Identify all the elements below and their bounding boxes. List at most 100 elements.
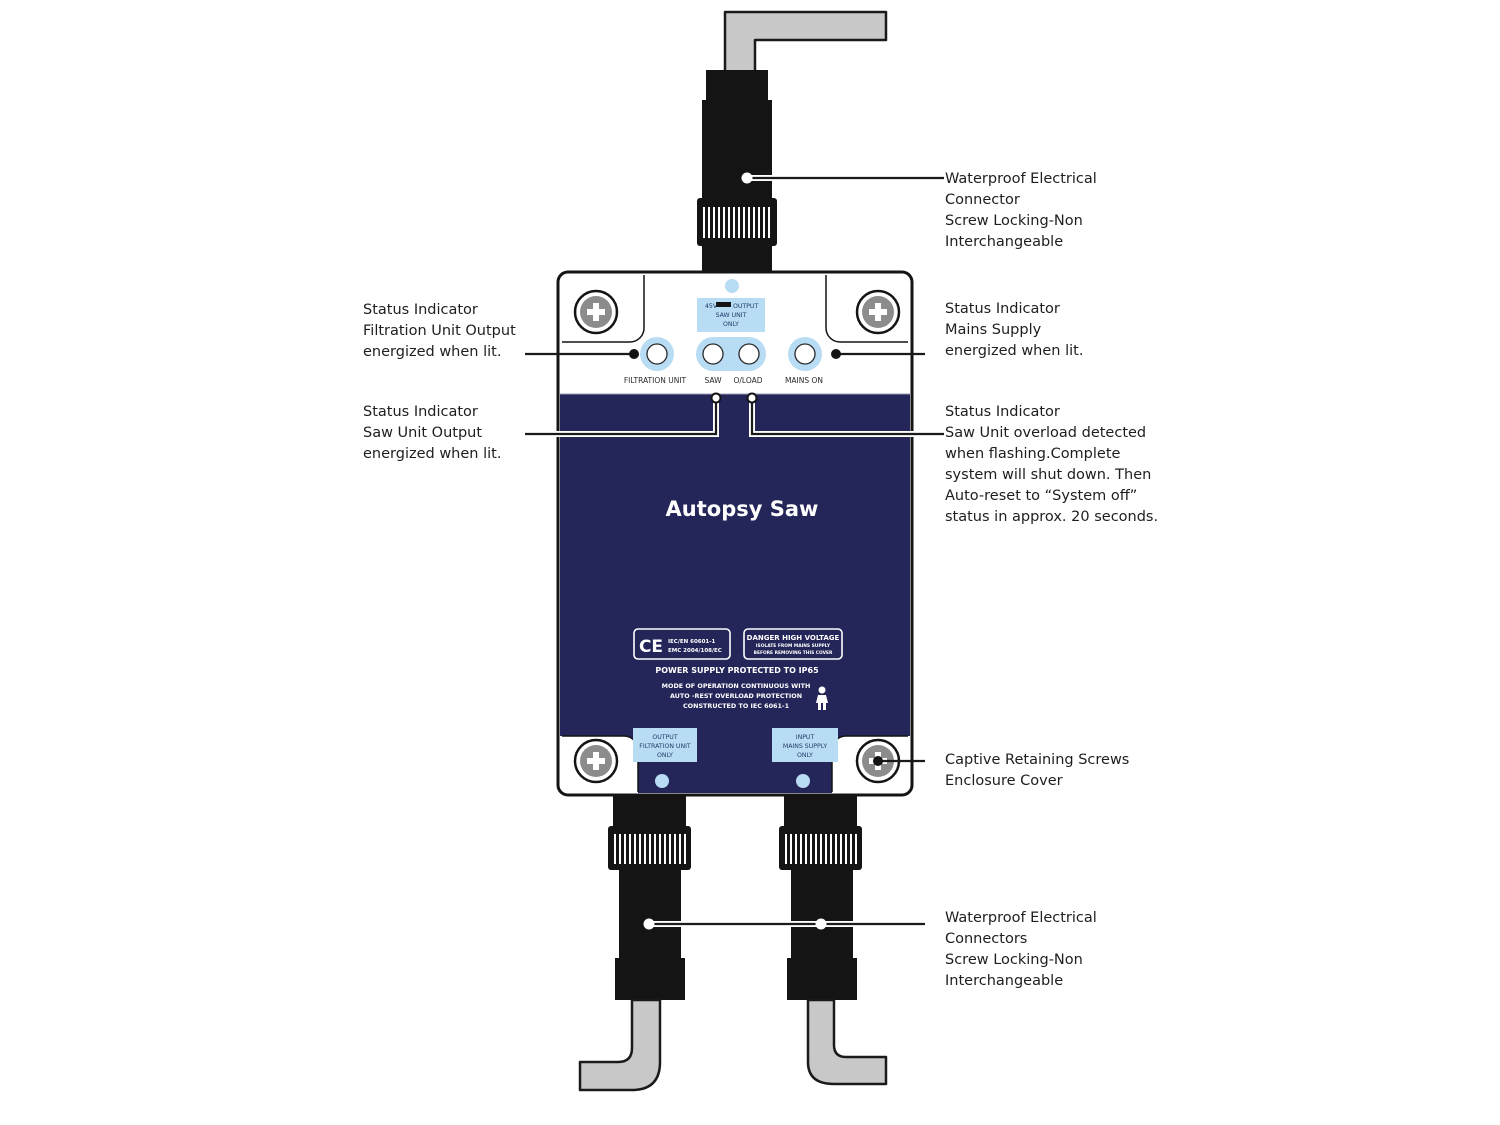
callout-line: Saw Unit Output xyxy=(363,425,483,441)
knurl-stripe xyxy=(659,834,661,864)
callout-line: Interchangeable xyxy=(945,234,1064,250)
knurl-stripe xyxy=(753,207,755,238)
screw-top-right-icon xyxy=(855,289,901,335)
knurl-stripe xyxy=(669,834,671,864)
knurl-stripe xyxy=(810,834,812,864)
input-label-line-1: INPUT xyxy=(796,734,815,741)
ce-mark: CE xyxy=(639,637,663,657)
device-title: Autopsy Saw xyxy=(666,497,819,521)
mains-indicator-label: MAINS ON xyxy=(785,376,823,385)
callout-line: Auto-reset to “System off” xyxy=(945,488,1138,504)
callout-filtration-indicator: Status Indicator Filtration Unit Output … xyxy=(363,300,516,363)
screw-top-left-icon xyxy=(573,289,619,335)
bottom-left-cable xyxy=(578,998,662,1092)
knurl-stripe xyxy=(795,834,797,864)
person-warning-icon xyxy=(816,686,828,710)
knurl-stripe xyxy=(830,834,832,864)
mains-indicator-led-icon xyxy=(788,337,822,371)
top-label-line-2: SAW UNIT xyxy=(716,312,747,319)
ce-standard-1: IEC/EN 60601-1 xyxy=(668,639,716,645)
protection-rating: POWER SUPPLY PROTECTED TO IP65 xyxy=(655,666,819,675)
callout-line: Waterproof Electrical xyxy=(945,910,1097,926)
danger-line-3: BEFORE REMOVING THIS COVER xyxy=(754,650,833,656)
knurl-stripe xyxy=(825,834,827,864)
input-mains-port-label: INPUT MAINS SUPPLY ONLY xyxy=(772,728,838,788)
callout-line: Status Indicator xyxy=(945,404,1060,420)
callout-line: Screw Locking-Non xyxy=(945,952,1083,968)
top-label-line-1: OUTPUT xyxy=(733,303,758,310)
callout-line: Waterproof Electrical xyxy=(945,171,1097,187)
knurl-stripe xyxy=(723,207,725,238)
knurl-stripe xyxy=(758,207,760,238)
mode-line-3: CONSTRUCTED TO IEC 6061-1 xyxy=(683,702,789,710)
knurl-stripe xyxy=(815,834,817,864)
knurl-stripe xyxy=(850,834,852,864)
knurl-stripe xyxy=(649,834,651,864)
output-label-line-3: ONLY xyxy=(657,752,673,759)
bottom-left-connector xyxy=(608,796,691,1000)
knurl-stripe xyxy=(619,834,621,864)
callout-line: energized when lit. xyxy=(363,344,502,360)
danger-line-1: DANGER HIGH VOLTAGE xyxy=(747,634,840,642)
callout-overload-indicator: Status Indicator Saw Unit overload detec… xyxy=(945,402,1158,528)
callout-line: Mains Supply xyxy=(945,322,1042,338)
callout-line: Saw Unit overload detected xyxy=(945,425,1147,441)
mode-line-1: MODE OF OPERATION CONTINUOUS WITH xyxy=(662,682,811,690)
knurl-stripe xyxy=(738,207,740,238)
saw-indicator-label: SAW xyxy=(704,376,722,385)
callout-top-connector: Waterproof Electrical Connector Screw Lo… xyxy=(945,169,1097,253)
top-connector-knurl xyxy=(703,207,770,238)
bottom-right-connector-knurl xyxy=(785,834,857,864)
callout-line: Screw Locking-Non xyxy=(945,213,1083,229)
knurl-stripe xyxy=(664,834,666,864)
callout-mains-indicator: Status Indicator Mains Supply energized … xyxy=(945,299,1083,362)
knurl-stripe xyxy=(708,207,710,238)
knurl-stripe xyxy=(614,834,616,864)
knurl-stripe xyxy=(718,207,720,238)
knurl-stripe xyxy=(728,207,730,238)
knurl-stripe xyxy=(768,207,770,238)
knurl-stripe xyxy=(634,834,636,864)
filtration-indicator-led-icon xyxy=(640,337,674,371)
knurl-stripe xyxy=(703,207,705,238)
top-connector xyxy=(697,70,777,274)
callout-line: Interchangeable xyxy=(945,973,1064,989)
bottom-left-connector-knurl xyxy=(614,834,686,864)
overload-indicator-label: O/LOAD xyxy=(733,376,762,385)
output-label-line-2: FILTRATION UNIT xyxy=(639,743,691,750)
callout-line: Connector xyxy=(945,192,1020,208)
knurl-stripe xyxy=(840,834,842,864)
knurl-stripe xyxy=(855,834,857,864)
leader-lines xyxy=(525,175,944,927)
knurl-stripe xyxy=(733,207,735,238)
knurl-stripe xyxy=(790,834,792,864)
callout-line: when flashing.Complete xyxy=(945,446,1121,462)
knurl-stripe xyxy=(835,834,837,864)
danger-high-voltage-box: DANGER HIGH VOLTAGE ISOLATE FROM MAINS S… xyxy=(743,628,843,660)
knurl-stripe xyxy=(629,834,631,864)
knurl-stripe xyxy=(805,834,807,864)
bottom-right-cable xyxy=(806,998,888,1086)
callout-line: Status Indicator xyxy=(363,404,478,420)
ce-certification-box: CE IEC/EN 60601-1 EMC 2004/108/EC xyxy=(633,628,731,660)
navy-panel xyxy=(560,394,910,793)
knurl-stripe xyxy=(845,834,847,864)
callout-line: Connectors xyxy=(945,931,1028,947)
callout-saw-indicator: Status Indicator Saw Unit Output energiz… xyxy=(363,402,501,465)
knurl-stripe xyxy=(748,207,750,238)
danger-line-2: ISOLATE FROM MAINS SUPPLY xyxy=(756,643,831,649)
mode-line-2: AUTO -REST OVERLOAD PROTECTION xyxy=(670,692,802,700)
callout-line: Enclosure Cover xyxy=(945,773,1063,789)
knurl-stripe xyxy=(743,207,745,238)
knurl-stripe xyxy=(800,834,802,864)
knurl-stripe xyxy=(654,834,656,864)
input-label-line-2: MAINS SUPPLY xyxy=(783,743,827,750)
callout-line: Status Indicator xyxy=(945,301,1060,317)
callout-bottom-connectors: Waterproof Electrical Connectors Screw L… xyxy=(945,908,1097,992)
callout-screws: Captive Retaining Screws Enclosure Cover xyxy=(945,750,1129,792)
callout-line: energized when lit. xyxy=(363,446,502,462)
knurl-stripe xyxy=(820,834,822,864)
knurl-stripe xyxy=(639,834,641,864)
top-label-line-3: ONLY xyxy=(723,321,739,328)
